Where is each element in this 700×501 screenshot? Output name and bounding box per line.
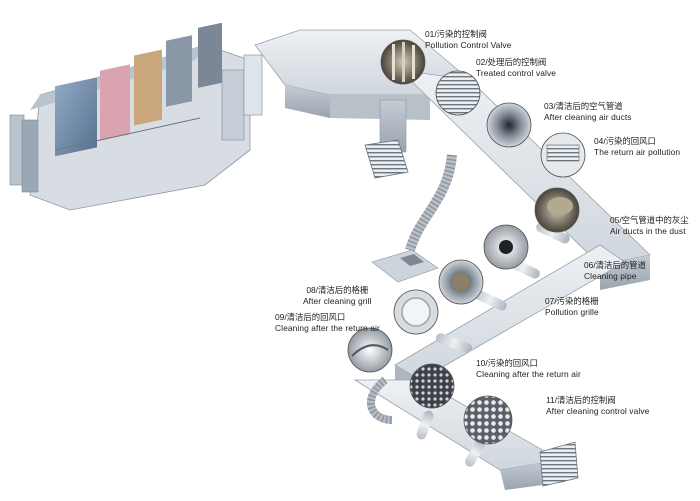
ceiling-grille — [364, 139, 409, 179]
photo-10-dirty-return-air — [409, 363, 455, 409]
end-grille — [539, 441, 579, 487]
photo-11-clean-valve — [463, 395, 513, 445]
photo-02-treated-valve — [435, 70, 481, 116]
photo-08-clean-grille — [393, 289, 439, 335]
air-handling-unit — [9, 22, 263, 211]
photo-01-dirty-valve — [380, 39, 426, 85]
photo-07-dirty-grille — [438, 259, 484, 305]
photo-03-clean-duct — [486, 102, 532, 148]
photo-06-clean-pipe — [483, 224, 529, 270]
photo-09-clean-return-air — [347, 327, 393, 373]
photo-05-dusty-duct — [534, 187, 580, 233]
photo-04-dirty-return-air — [540, 132, 586, 178]
